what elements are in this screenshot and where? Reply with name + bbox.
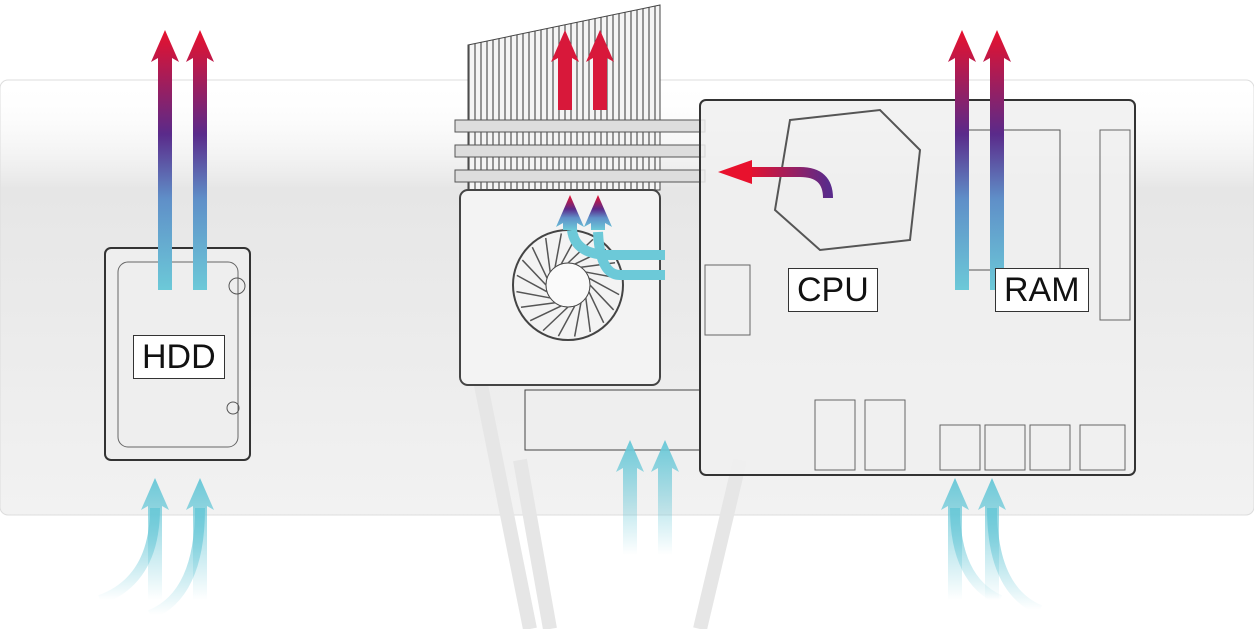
airflow-arrows — [98, 30, 1043, 620]
airflow-arrow-icon — [748, 167, 833, 199]
airflow-arrow-icon — [651, 440, 679, 555]
airflow-arrow-icon — [556, 195, 584, 230]
airflow-arrow-icon — [186, 30, 214, 290]
ssd-module — [524, 389, 701, 451]
airflow-arrow-icon — [950, 507, 1003, 605]
fan-icon — [459, 189, 661, 386]
airflow-arrow-icon — [151, 30, 179, 290]
cpu-label: CPU — [788, 268, 878, 312]
airflow-arrow-icon — [551, 30, 579, 110]
airflow-arrow-icon — [98, 507, 160, 605]
airflow-arrow-icon — [718, 160, 752, 184]
airflow-arrow-icon — [948, 30, 976, 290]
ram-label: RAM — [995, 268, 1089, 312]
airflow-arrow-icon — [616, 440, 644, 555]
hdd-label: HDD — [133, 335, 225, 379]
airflow-arrow-icon — [983, 30, 1011, 290]
airflow-arrow-icon — [584, 195, 612, 230]
airflow-arrow-icon — [147, 507, 205, 620]
airflow-arrow-icon — [593, 231, 665, 280]
airflow-arrow-icon — [987, 507, 1043, 615]
motherboard — [699, 99, 1136, 476]
airflow-arrow-icon — [586, 30, 614, 110]
airflow-arrow-icon — [567, 229, 665, 260]
